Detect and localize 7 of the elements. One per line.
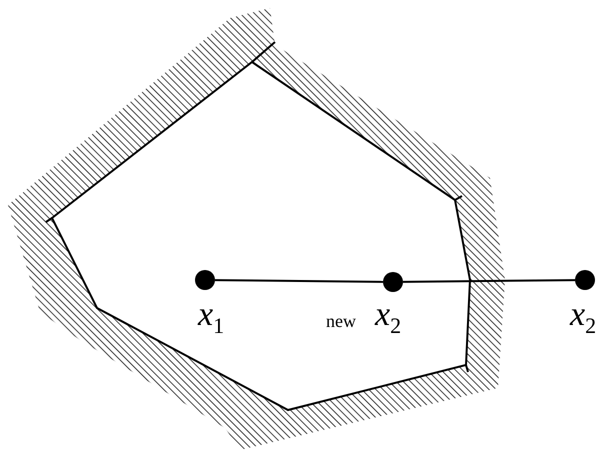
point-label: x$_{1}$ [198, 298, 224, 337]
connector-line [214, 279, 384, 283]
point-label: new [326, 312, 356, 330]
point-label: x$_{2}$ [375, 298, 402, 337]
point-marker [575, 270, 595, 290]
connector-line [402, 279, 576, 283]
point-label: x$_{2}$ [570, 298, 596, 337]
